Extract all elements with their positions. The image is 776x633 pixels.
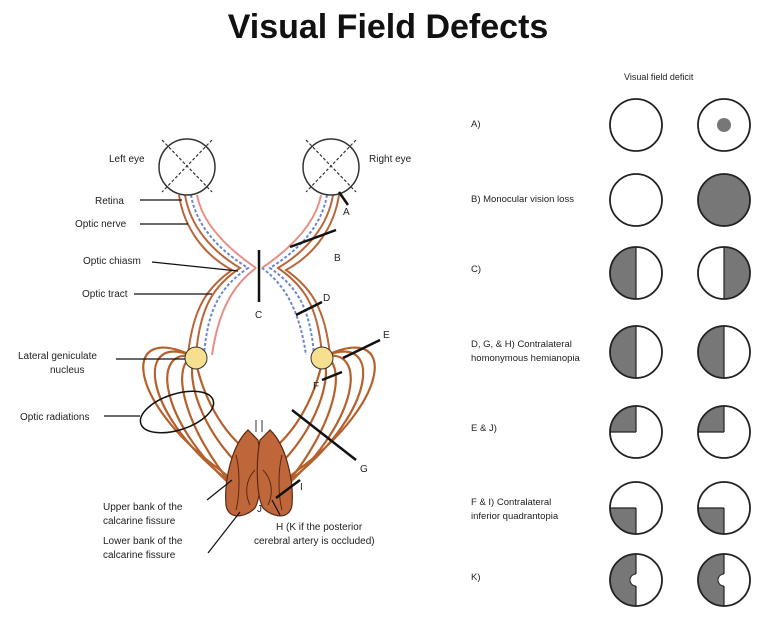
deficit-label-b: B) Monocular vision loss [471,194,574,205]
page-title: Visual Field Defects [227,8,549,46]
lower-bank-label-line2: calcarine fissure [103,550,176,561]
lesion-letter-c: C [255,310,262,321]
left-eye [158,138,216,196]
left-lgn [184,346,208,370]
field-c-left [609,246,663,300]
lesion-lines [257,191,381,499]
h-note-line1: H (K if the posterior [276,522,363,533]
optic-tract-label: Optic tract [82,289,128,300]
optic-nerve-label: Optic nerve [75,219,127,230]
deficit-label-ej: E & J) [471,423,497,434]
deficit-label-c: C) [471,264,481,275]
leader-lines [104,199,281,554]
lesion-letter-i: I [300,482,303,493]
field-ej-left [609,405,663,459]
field-a-right [697,98,751,152]
optic-chiasm-label: Optic chiasm [83,256,141,267]
optic-radiations-outline [139,390,215,434]
field-b-left [609,173,663,227]
retina-label: Retina [95,196,124,207]
lesion-letter-a: A [343,207,350,218]
calcarine-cortex [225,420,293,517]
lesion-letter-j: J [257,504,262,515]
field-k-left [609,553,663,607]
field-b-right [697,173,751,227]
lesion-letter-b: B [334,253,341,264]
lesion-letter-d: D [323,293,330,304]
field-c-right [697,246,751,300]
deficit-label-k: K) [471,572,481,583]
optic-radiations-label: Optic radiations [20,412,89,423]
optic-nerves-and-tracts [178,194,340,356]
field-fi-right [697,481,751,535]
deficit-header: Visual field deficit [624,72,694,82]
right-eye [302,138,360,196]
lesion-letter-f: F [313,381,319,392]
upper-bank-label-line2: calcarine fissure [103,516,176,527]
upper-bank-label-line1: Upper bank of the [103,502,183,513]
deficit-label-a: A) [471,119,481,130]
deficit-label-dgh-line1: D, G, & H) Contralateral [471,339,572,350]
deficit-label-fi-line2: inferior quadrantopia [471,511,559,522]
right-eye-label: Right eye [369,154,412,165]
lesion-letter-g: G [360,464,368,475]
deficit-labels: A) B) Monocular vision loss C) D, G, & H… [471,119,581,583]
deficit-label-dgh-line2: homonymous hemianopia [471,353,581,364]
deficit-label-fi-line1: F & I) Contralateral [471,497,551,508]
field-dgh-left [609,325,663,379]
field-dgh-right [697,325,751,379]
anatomy-labels: Left eye Right eye Retina Optic nerve Op… [18,154,412,561]
lower-bank-label-line1: Lower bank of the [103,536,183,547]
lgn-label-line2: nucleus [50,365,84,376]
lesion-letter-e: E [383,330,390,341]
lgn-label-line1: Lateral geniculate [18,351,97,362]
left-eye-label: Left eye [109,154,145,165]
right-lgn [310,346,334,370]
optic-radiations [142,346,376,509]
field-k-right [697,553,751,607]
field-ej-right [697,405,751,459]
field-a-left [609,98,663,152]
lesion-letters: A B C D E F G I J [255,207,390,515]
field-fi-left [609,481,663,535]
h-note-line2: cerebral artery is occluded) [254,536,375,547]
